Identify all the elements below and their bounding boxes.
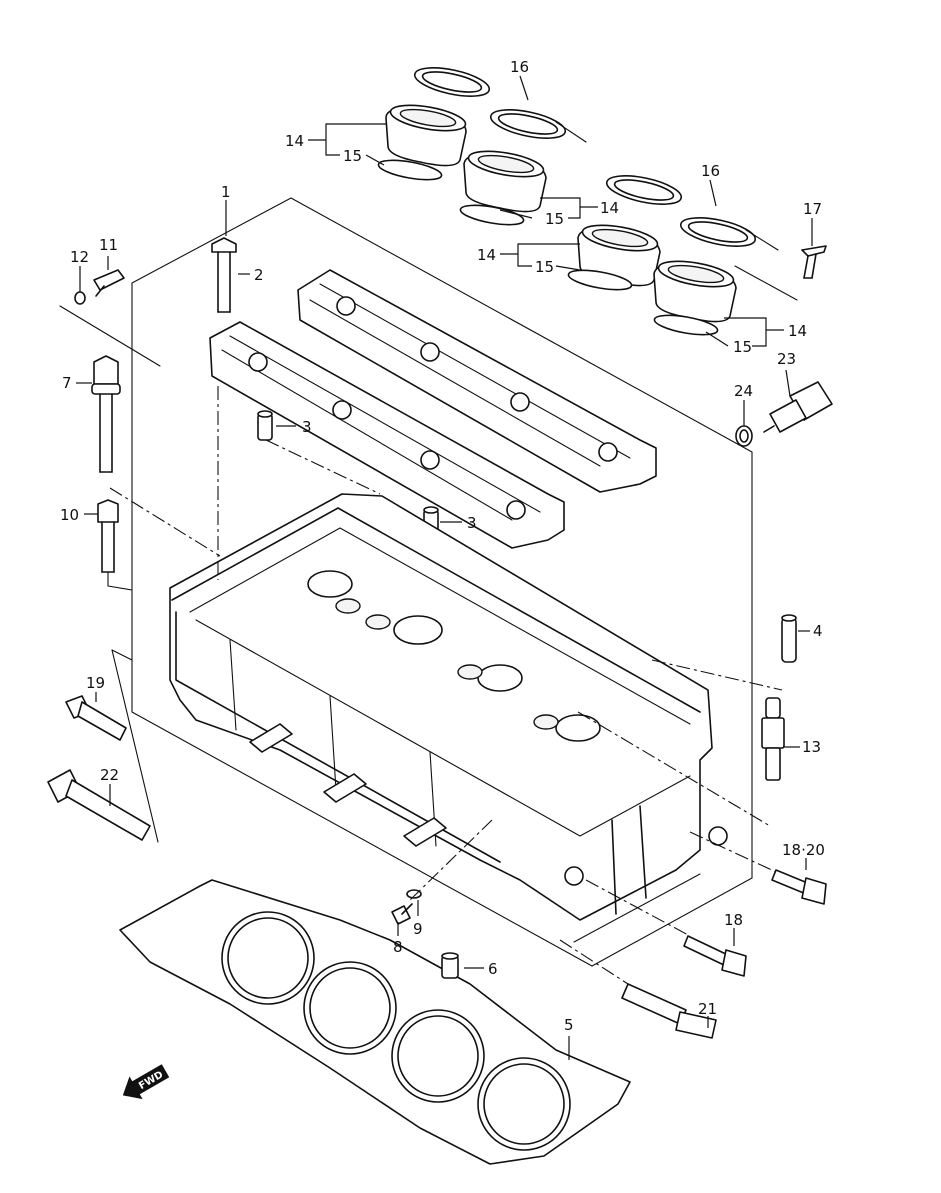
stud-part-21 <box>621 983 717 1039</box>
cylinder-head-body <box>169 493 728 943</box>
o-ring-part-12 <box>74 291 86 305</box>
callout-6: 6 <box>488 960 498 978</box>
dowel-pin-3a <box>257 410 273 441</box>
spark-plug-part-13 <box>761 697 785 781</box>
callout-14a: 14 <box>285 132 304 150</box>
stud-part-22 <box>47 769 151 841</box>
bolt-part-18 <box>683 935 747 977</box>
intake-boots-group <box>377 67 779 336</box>
screw-part-17 <box>734 245 827 301</box>
callout-15d: 15 <box>733 338 752 356</box>
callout-4: 4 <box>813 622 823 640</box>
sensor-part-23 <box>763 381 833 433</box>
callout-3b: 3 <box>467 514 477 532</box>
fwd-arrow-icon: FWD <box>122 1064 170 1100</box>
callout-16b: 16 <box>701 162 720 180</box>
callout-14c: 14 <box>477 246 496 264</box>
guide-part-4 <box>781 614 797 663</box>
callout-11: 11 <box>99 236 118 254</box>
bolt-part-19 <box>65 695 127 741</box>
callout-19: 19 <box>86 674 105 692</box>
assembly-frame <box>59 197 753 967</box>
callout-7: 7 <box>62 374 72 392</box>
leader-lines <box>76 75 813 1060</box>
callout-5: 5 <box>564 1016 574 1034</box>
callout-8: 8 <box>393 938 403 956</box>
guide-lines <box>109 386 783 985</box>
camshaft-holder-rear <box>297 269 657 493</box>
callout-1: 1 <box>221 183 231 201</box>
callout-15b: 15 <box>545 210 564 228</box>
callout-9: 9 <box>413 920 423 938</box>
callout-3a: 3 <box>302 418 312 436</box>
callout-12: 12 <box>70 248 89 266</box>
bolt-part-2 <box>211 237 237 313</box>
callout-24: 24 <box>734 382 753 400</box>
callout-14d: 14 <box>788 322 807 340</box>
bolt-part-7 <box>91 355 121 473</box>
callout-17: 17 <box>803 200 822 218</box>
camshaft-holder-front <box>209 321 565 549</box>
callout-18-20: 18·20 <box>782 841 825 859</box>
callout-18: 18 <box>724 911 743 929</box>
callout-16a: 16 <box>510 58 529 76</box>
callout-labels: 1 2 3 3 4 5 6 7 8 9 10 11 12 13 14 14 14… <box>60 58 825 1034</box>
dowel-part-6 <box>441 952 459 979</box>
callout-21: 21 <box>698 1000 717 1018</box>
bolt-part-8 <box>391 903 413 925</box>
callout-15a: 15 <box>343 147 362 165</box>
callout-22: 22 <box>100 766 119 784</box>
gasket-part-24 <box>735 425 753 447</box>
callout-10: 10 <box>60 506 79 524</box>
bolt-part-10 <box>97 499 119 573</box>
callout-14b: 14 <box>600 199 619 217</box>
callout-2: 2 <box>254 266 264 284</box>
callout-15c: 15 <box>535 258 554 276</box>
callout-23: 23 <box>777 350 796 368</box>
head-gasket-part-5 <box>119 879 631 1165</box>
callout-13: 13 <box>802 738 821 756</box>
bolt-part-18-20 <box>771 869 827 905</box>
union-part-11 <box>93 269 125 297</box>
